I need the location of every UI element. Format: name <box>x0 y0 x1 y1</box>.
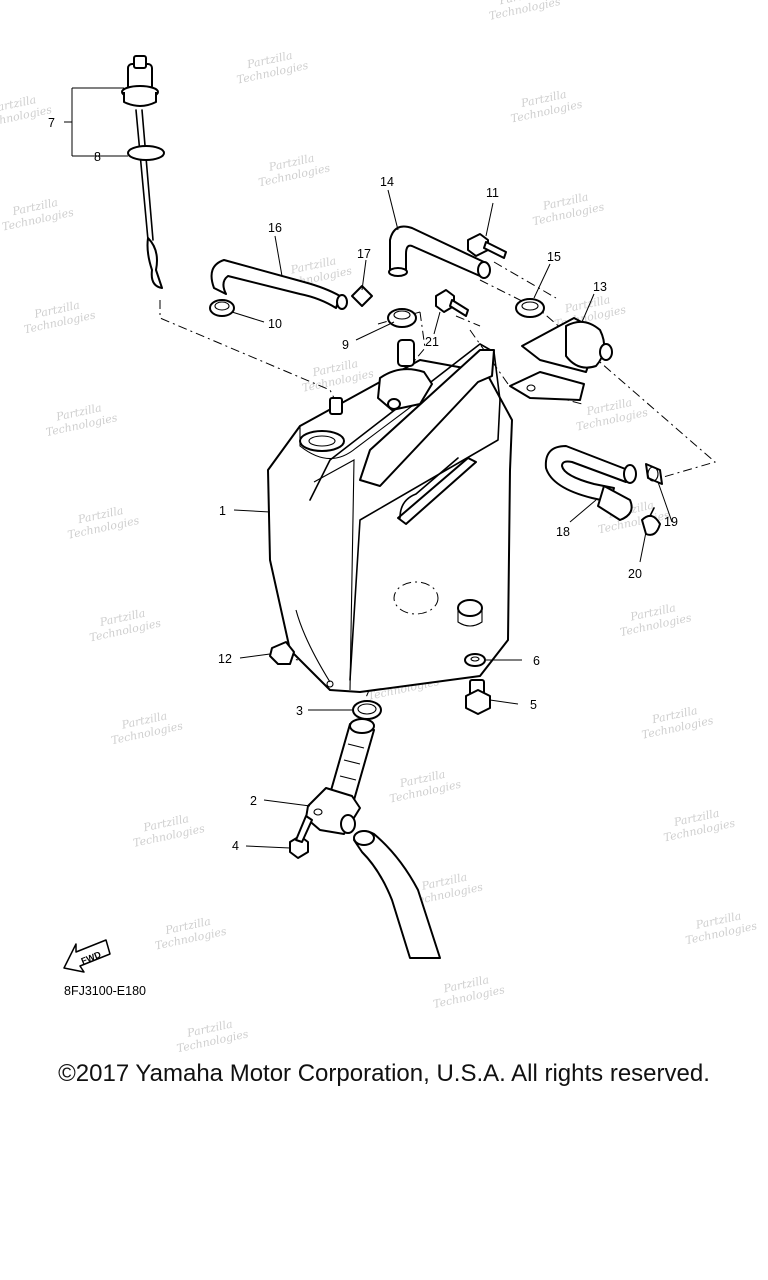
callout-11: 11 <box>486 186 499 200</box>
bolt-21 <box>435 289 469 317</box>
oil-tank-1 <box>267 339 513 693</box>
watermark-text: PartzillaTechnologies <box>0 90 53 131</box>
callout-2: 2 <box>250 794 257 808</box>
watermark-text: PartzillaTechnologies <box>129 809 206 850</box>
callout-labels: 7 8 1 2 3 4 5 6 12 9 10 11 14 16 17 15 1… <box>48 116 678 853</box>
callout-5: 5 <box>530 698 537 712</box>
callout-13: 13 <box>593 280 607 294</box>
watermark-text: PartzillaTechnologies <box>616 598 693 639</box>
callout-16: 16 <box>268 221 282 235</box>
watermark-text: PartzillaTechnologies <box>429 970 506 1011</box>
callout-leaders <box>64 87 673 849</box>
copyright-notice: ©2017 Yamaha Motor Corporation, U.S.A. A… <box>58 1060 710 1087</box>
outlet-hose <box>353 830 441 959</box>
watermark-text: PartzillaTechnologies <box>507 85 584 126</box>
watermark-text: PartzillaTechnologies <box>529 188 606 229</box>
watermark-text: PartzillaTechnologies <box>572 393 649 434</box>
callout-6: 6 <box>533 654 540 668</box>
callout-3: 3 <box>296 704 303 718</box>
check-valve-13 <box>509 317 613 401</box>
callout-18: 18 <box>556 525 570 539</box>
fwd-arrow-icon: FWD <box>63 939 111 973</box>
watermark-text: PartzillaTechnologies <box>0 193 75 234</box>
hose-clamp-19 <box>645 463 663 485</box>
callout-15: 15 <box>547 250 561 264</box>
watermark-text: PartzillaTechnologies <box>107 706 184 747</box>
bolt-11 <box>467 233 507 259</box>
watermark-text: PartzillaTechnologies <box>682 906 759 947</box>
hose-clamp-15 <box>515 298 545 318</box>
breather-hose-14 <box>388 225 491 279</box>
watermark-text: PartzillaTechnologies <box>64 501 141 542</box>
callout-1: 1 <box>219 504 226 518</box>
watermark-text: PartzillaTechnologies <box>485 0 562 23</box>
clip-17 <box>351 285 373 307</box>
hose-clamp-10 <box>209 299 235 317</box>
callout-21: 21 <box>425 335 439 349</box>
oil-tank-exploded-diagram: PartzillaTechnologiesPartzillaTechnologi… <box>0 0 759 1056</box>
callout-17: 17 <box>357 247 371 261</box>
drain-bolt-5 <box>465 679 491 715</box>
o-ring-3 <box>352 700 382 720</box>
watermark-text: PartzillaTechnologies <box>20 296 97 337</box>
breather-hose-16 <box>210 259 348 310</box>
callout-20: 20 <box>628 567 642 581</box>
callout-10: 10 <box>268 317 282 331</box>
watermark-text: PartzillaTechnologies <box>42 398 119 439</box>
callout-9: 9 <box>342 338 349 352</box>
watermark-text: PartzillaTechnologies <box>151 912 228 953</box>
callout-7: 7 <box>48 116 55 130</box>
watermark-text: PartzillaTechnologies <box>386 765 463 806</box>
watermark-text: PartzillaTechnologies <box>638 701 715 742</box>
callout-12: 12 <box>218 652 232 666</box>
callout-14: 14 <box>380 175 394 189</box>
band-20 <box>641 507 661 536</box>
callout-8: 8 <box>94 150 101 164</box>
watermark-text: PartzillaTechnologies <box>660 804 737 845</box>
gasket-6 <box>464 653 486 667</box>
callout-4: 4 <box>232 839 239 853</box>
diagram-code: 8FJ3100-E180 <box>64 984 146 998</box>
callout-19: 19 <box>664 515 678 529</box>
strainer-pipe-2 <box>305 718 375 835</box>
collar-12 <box>269 641 295 665</box>
watermark-text: PartzillaTechnologies <box>255 149 332 190</box>
dipstick-assembly <box>121 55 165 289</box>
hose-18 <box>544 445 637 521</box>
hose-clamp-9 <box>387 308 417 328</box>
bolt-4 <box>289 815 313 859</box>
watermark-text: PartzillaTechnologies <box>233 46 310 87</box>
watermark-text: PartzillaTechnologies <box>86 604 163 645</box>
watermark-text: PartzillaTechnologies <box>298 354 375 395</box>
watermark-text: PartzillaTechnologies <box>173 1015 250 1056</box>
